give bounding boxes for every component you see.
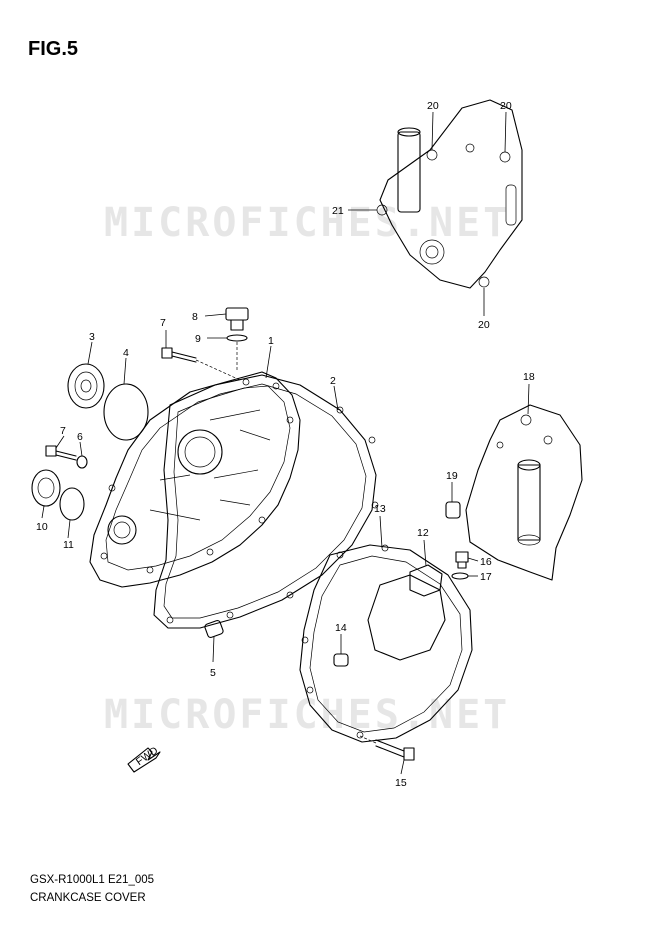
callout-19: 19 — [446, 470, 458, 482]
cover-gasket-part — [153, 374, 379, 629]
housing-cover-part — [465, 404, 583, 581]
figure-caption: CRANKCASE COVER — [30, 892, 146, 904]
callout-15: 15 — [395, 777, 407, 789]
o-ring-large-part — [103, 383, 149, 441]
oil-filler-cap-part — [225, 307, 249, 331]
callout-16: 16 — [480, 556, 492, 568]
drain-plug-part — [455, 551, 469, 569]
callout-20-right: 20 — [500, 100, 512, 112]
callout-5: 5 — [210, 667, 216, 679]
figure-title: FIG.5 — [28, 38, 79, 60]
callout-11: 11 — [63, 539, 74, 551]
callout-10: 10 — [36, 521, 48, 533]
clutch-cover-bolt-part — [375, 739, 415, 761]
callout-18: 18 — [523, 371, 535, 383]
dowel-pin-part — [204, 619, 224, 639]
cover-boss-part — [409, 564, 443, 597]
callout-7-lower: 7 — [60, 425, 66, 437]
callout-7-upper: 7 — [160, 317, 166, 329]
bolt-lower-part — [45, 445, 77, 461]
callout-2: 2 — [330, 375, 336, 387]
filler-cap-o-ring-part — [226, 334, 248, 342]
model-code: GSX-R1000L1 E21_005 — [30, 874, 155, 886]
callout-17: 17 — [480, 571, 492, 583]
callout-13: 13 — [374, 503, 386, 515]
callout-20-bottom: 20 — [478, 319, 490, 331]
plug-disc-part — [67, 363, 105, 409]
callout-20-left: 20 — [427, 100, 439, 112]
bracket-plate-part — [376, 99, 523, 289]
o-ring-small-part — [59, 487, 85, 521]
callout-1: 1 — [268, 335, 274, 347]
callout-3: 3 — [89, 331, 95, 343]
callout-4: 4 — [123, 347, 129, 359]
fwd-arrow-icon: FWD — [127, 744, 161, 773]
small-seal-part — [31, 469, 61, 507]
clutch-cover-part — [299, 544, 473, 743]
bolt-upper-part — [161, 347, 197, 363]
watermark-bottom: MICROFICHES.NET — [104, 692, 511, 738]
callout-21: 21 — [332, 205, 344, 217]
clutch-dowel-part — [333, 653, 349, 667]
callout-9: 9 — [195, 333, 201, 345]
housing-dowel-part — [445, 501, 461, 519]
callout-12: 12 — [417, 527, 429, 539]
callout-8: 8 — [192, 311, 198, 323]
washer-part — [76, 455, 88, 469]
crankcase-cover-part — [89, 371, 301, 588]
svg-text:FWD: FWD — [134, 744, 161, 768]
leader-lines — [41, 111, 530, 775]
plug-gasket-part — [451, 572, 469, 580]
callout-14: 14 — [335, 622, 347, 634]
callout-6: 6 — [77, 431, 83, 443]
watermark-top: MICROFICHES.NET — [104, 200, 511, 246]
